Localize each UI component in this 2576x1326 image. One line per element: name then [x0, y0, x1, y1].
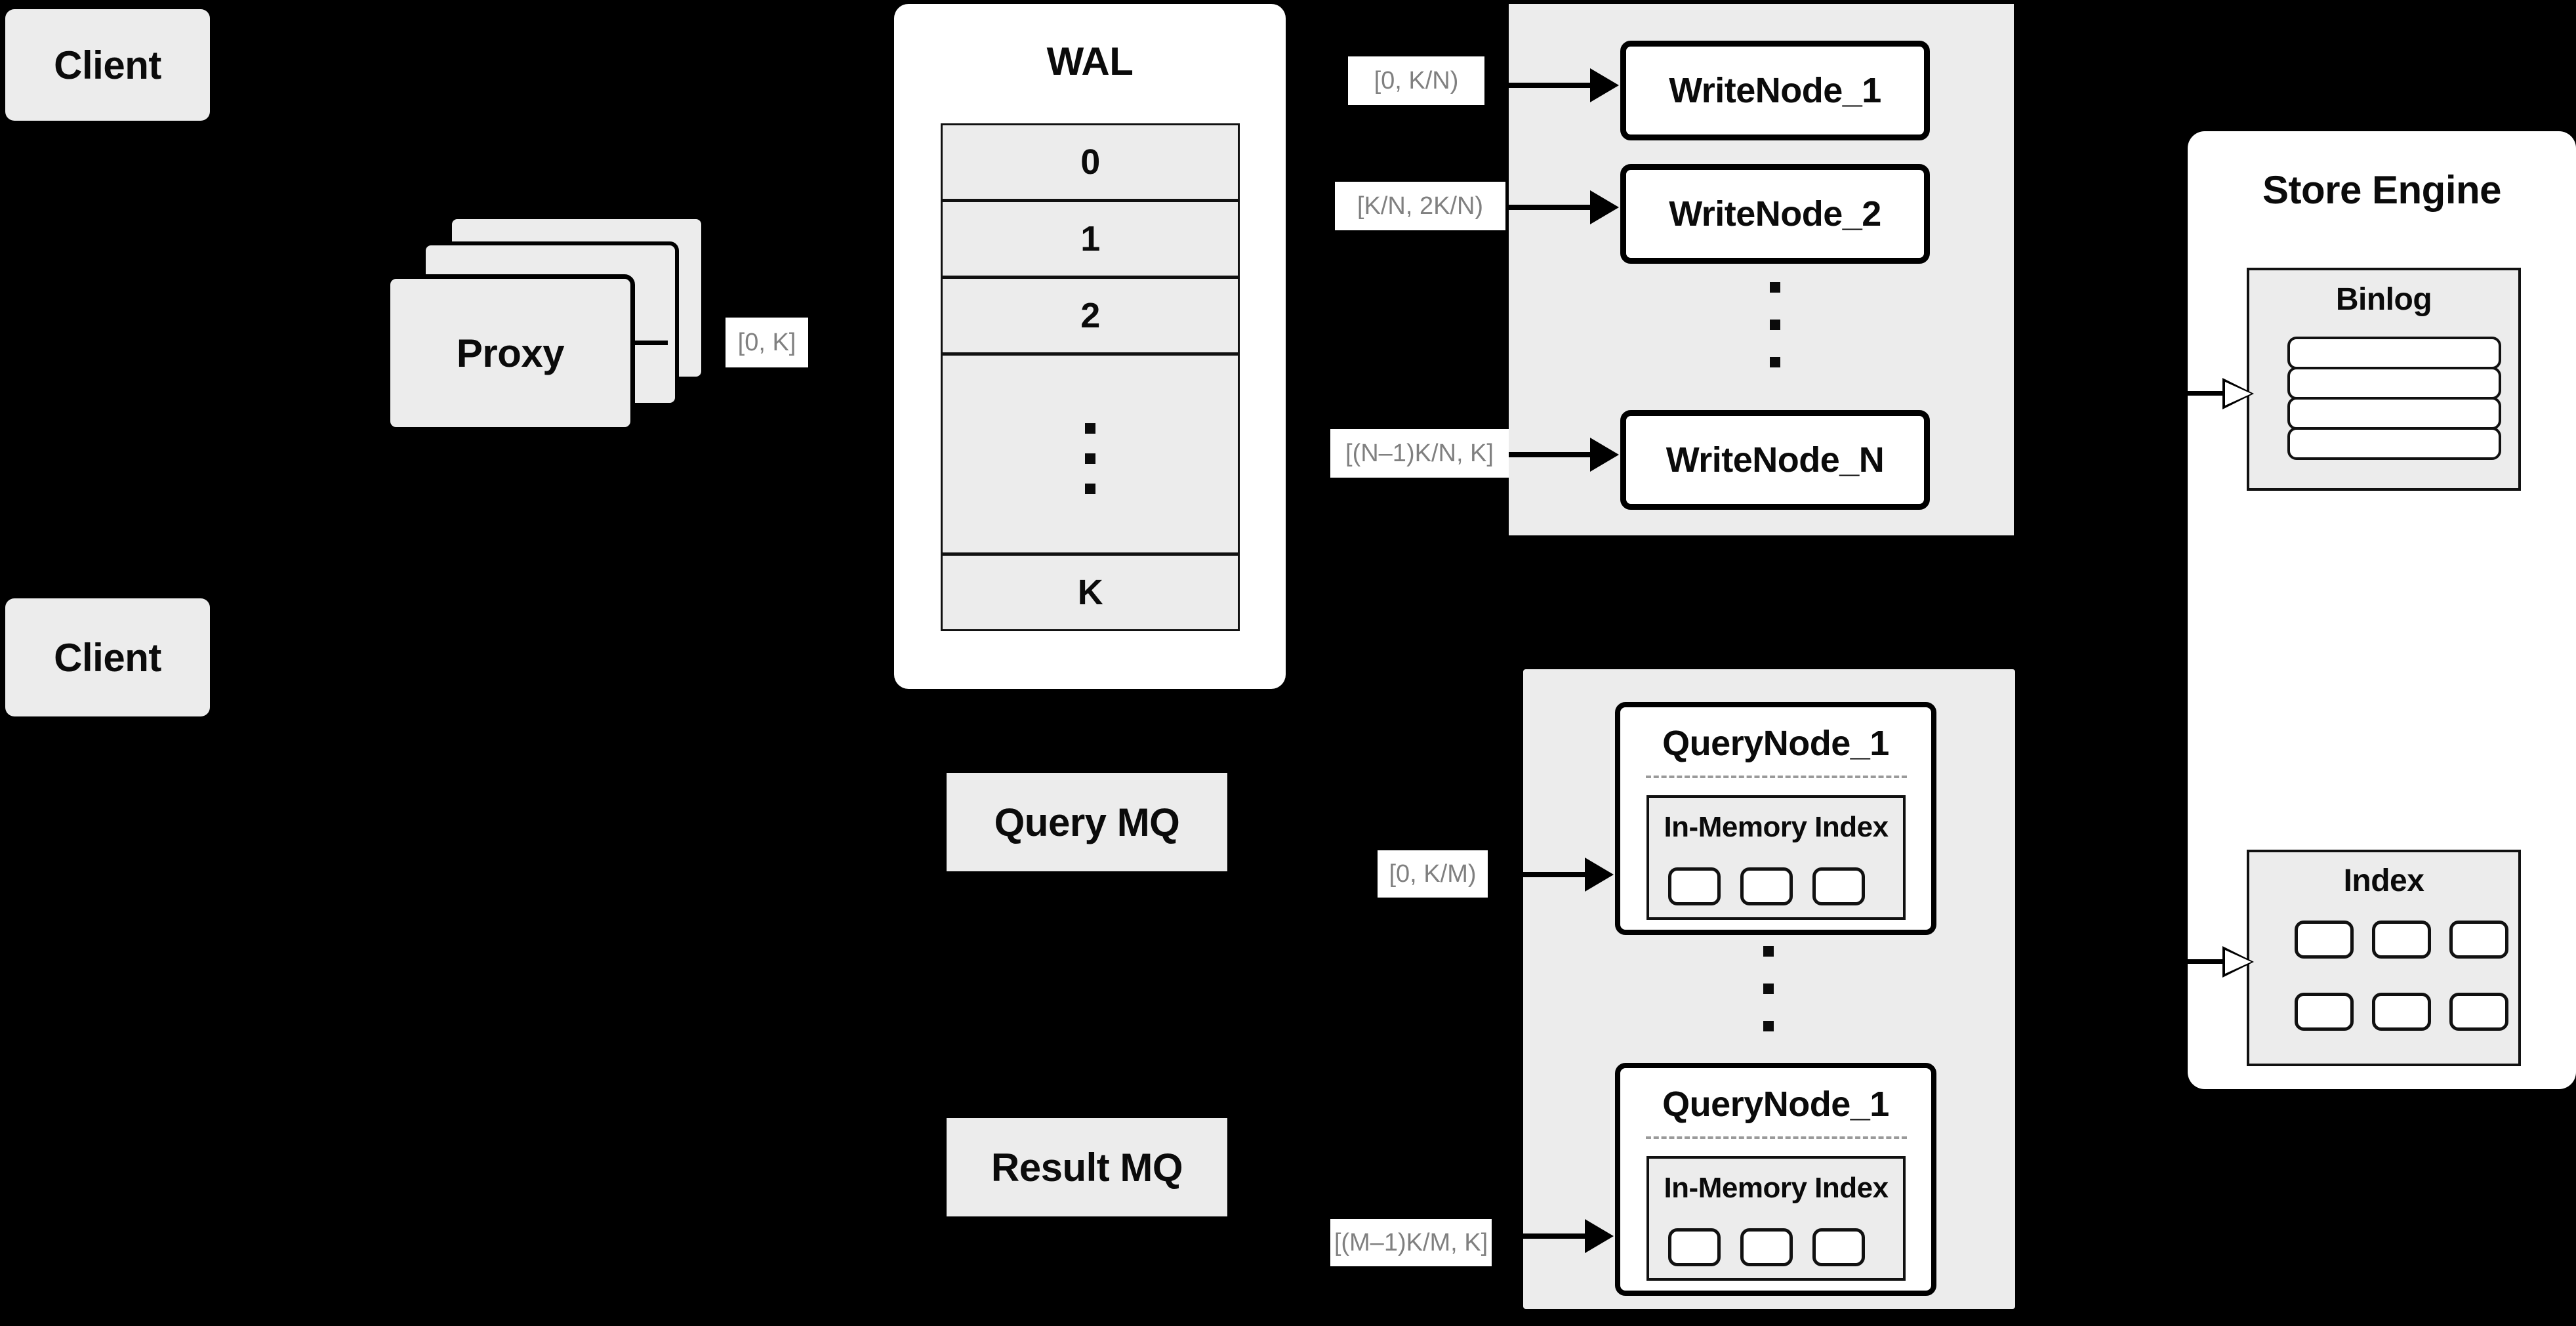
- binlog-row: [2287, 427, 2501, 460]
- proxy-label: Proxy: [456, 331, 565, 375]
- wal-row-2: 2: [941, 277, 1240, 354]
- wal-row-value: 1: [1080, 218, 1100, 259]
- client-label: Client: [54, 43, 161, 87]
- index-segment: [1740, 1228, 1793, 1266]
- write-node-2[interactable]: WriteNode_2: [1620, 164, 1930, 264]
- client-box-2[interactable]: Client: [5, 598, 210, 716]
- arrow-head-write-node-n: [1590, 438, 1619, 472]
- arrow-head-write-node-1: [1590, 68, 1619, 102]
- write-node-n[interactable]: WriteNode_N: [1620, 410, 1930, 510]
- wal-row-value: K: [1077, 572, 1103, 612]
- index-segment: [1668, 1228, 1721, 1266]
- index-label: Index: [2343, 863, 2424, 898]
- index-segment: [1812, 1228, 1865, 1266]
- index-cell: [2372, 993, 2431, 1031]
- write-node-1[interactable]: WriteNode_1: [1620, 41, 1930, 140]
- query-node-2-index-label: In-Memory Index: [1664, 1172, 1889, 1204]
- result-mq-label: Result MQ: [991, 1145, 1183, 1190]
- arrow-line-write-node-2: [1509, 205, 1594, 210]
- binlog-row: [2287, 397, 2501, 430]
- arrow-head-query-node-1: [1585, 858, 1614, 892]
- arrow-head-write-node-2: [1590, 190, 1619, 224]
- wal-row-1: 1: [941, 200, 1240, 278]
- store-engine-title: Store Engine: [2262, 168, 2502, 212]
- wal-row-value: 0: [1080, 142, 1100, 182]
- index-cell: [2295, 993, 2354, 1031]
- wal-title: WAL: [1046, 39, 1134, 83]
- write-node-label: WriteNode_2: [1669, 194, 1881, 234]
- range-tag-proxy-output: [0, K]: [726, 318, 808, 367]
- index-segment: [1812, 867, 1865, 905]
- proxy-box[interactable]: Proxy: [386, 274, 635, 432]
- write-node-label: WriteNode_1: [1669, 70, 1881, 110]
- arrow-line-query-node-2: [1506, 1233, 1589, 1239]
- write-cluster-ellipsis: [1770, 282, 1780, 367]
- index-cell: [2449, 921, 2508, 959]
- query-mq-label: Query MQ: [994, 800, 1180, 844]
- binlog-row: [2287, 367, 2501, 400]
- wal-ellipsis-dots: [1085, 423, 1095, 494]
- query-cluster-ellipsis: [1763, 946, 1774, 1031]
- arrow-line-query-node-1: [1506, 872, 1589, 877]
- query-node-2-title: QueryNode_1: [1662, 1085, 1889, 1124]
- arrow-line-write-node-n: [1509, 452, 1594, 457]
- client-label: Client: [54, 635, 161, 680]
- proxy-to-wal-connector: [635, 341, 668, 345]
- query-node-1-separator: [1646, 776, 1907, 778]
- range-tag-write-node-n: [(N–1)K/N, K]: [1330, 429, 1509, 478]
- query-node-1-index-label: In-Memory Index: [1664, 811, 1889, 843]
- arrow-head-index-in-fill: [2225, 950, 2251, 974]
- index-cell: [2372, 921, 2431, 959]
- wal-row-value: 2: [1080, 295, 1100, 335]
- arrow-head-binlog-in-fill: [2225, 382, 2251, 405]
- binlog-row: [2287, 337, 2501, 369]
- range-tag-write-node-1: [0, K/N): [1348, 56, 1484, 105]
- result-mq-box[interactable]: Result MQ: [947, 1118, 1227, 1216]
- range-tag-query-node-1: [0, K/M): [1378, 850, 1488, 898]
- range-tag-query-node-2: [(M–1)K/M, K]: [1330, 1219, 1492, 1266]
- wal-row-K: K: [941, 554, 1240, 631]
- index-segment: [1668, 867, 1721, 905]
- query-node-1-title: QueryNode_1: [1662, 724, 1889, 763]
- wal-row-0: 0: [941, 123, 1240, 201]
- arrow-head-query-node-2: [1585, 1219, 1614, 1253]
- query-mq-box[interactable]: Query MQ: [947, 773, 1227, 871]
- index-segment: [1740, 867, 1793, 905]
- index-cell: [2449, 993, 2508, 1031]
- write-node-label: WriteNode_N: [1666, 440, 1885, 480]
- binlog-label: Binlog: [2335, 282, 2432, 317]
- arrow-line-write-node-1: [1509, 83, 1594, 88]
- arrow-line-index-in: [2178, 959, 2238, 964]
- range-tag-write-node-2: [K/N, 2K/N): [1335, 182, 1505, 230]
- arrow-line-binlog-in: [2178, 391, 2238, 396]
- client-box-1[interactable]: Client: [5, 9, 210, 121]
- index-cell: [2295, 921, 2354, 959]
- query-node-2-separator: [1646, 1136, 1907, 1139]
